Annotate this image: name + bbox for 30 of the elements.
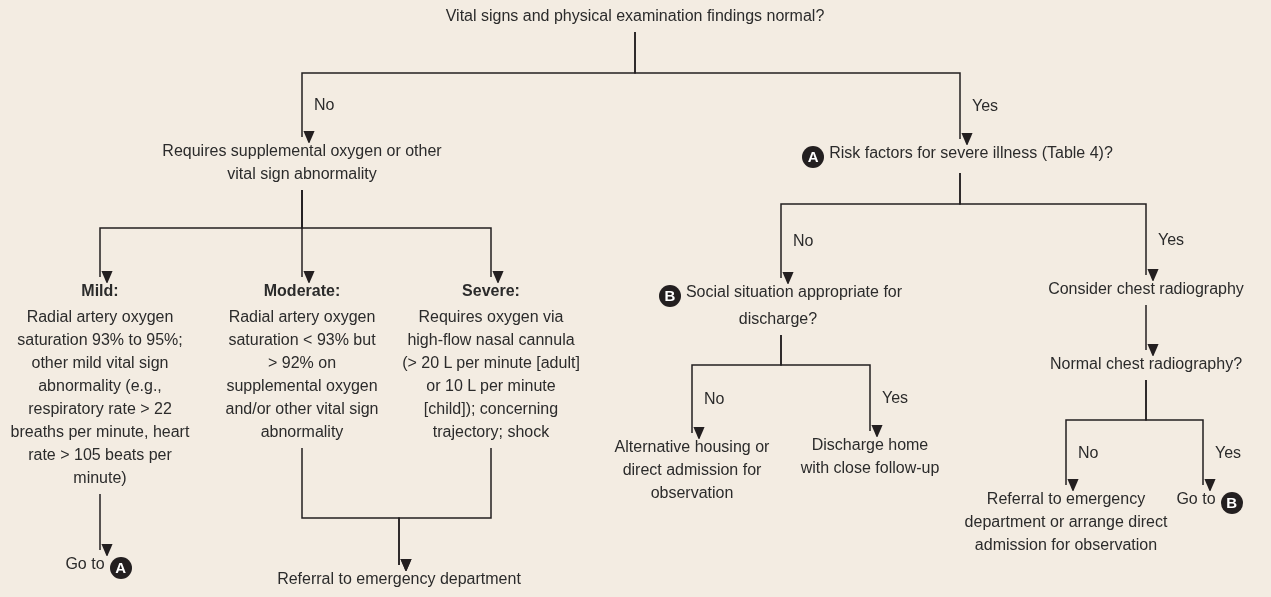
flow-step-text: Consider chest radiography: [1016, 277, 1271, 300]
category-heading: Moderate:: [262, 281, 342, 301]
step-marker-badge: A: [802, 146, 825, 168]
category-heading: Severe:: [461, 281, 521, 301]
step-marker-badge: A: [109, 557, 132, 579]
connector-arrow: [780, 334, 883, 438]
criteria-text: Requires oxygen via high-flow nasal cannula (> 20 L per minute [adult] or 10 L per minute [child]); concerning trajectory; shock: [402, 308, 580, 440]
connector-arrow: [959, 172, 1159, 282]
criteria-text: Radial artery oxygen saturation 93% to 95%; other mild vital sign abnormality (e.g., respiratory rate > 22 breaths per minute, heart rate > 105 beats per minute): [10, 308, 190, 486]
category-heading: Mild:: [80, 281, 120, 301]
flow-step-text: Vital signs and physical examination findings normal?: [335, 4, 935, 27]
flow-step-text: Go to: [1176, 490, 1216, 507]
connector-arrow: [1145, 304, 1159, 357]
flow-step-text: Social situation appropriate for discharge?: [685, 283, 903, 327]
connector-arrow: [99, 493, 113, 557]
flow-step-text: Referral to emergency department: [229, 567, 569, 590]
flow-step-text: Alternative housing or direct admission for observation: [612, 435, 772, 504]
connector-arrow: [301, 189, 504, 284]
flow-step-text: Normal chest radiography?: [1016, 352, 1271, 375]
step-marker-badge: B: [1220, 492, 1243, 514]
connector-arrow: [398, 447, 492, 572]
flow-step-text: Discharge home with close follow-up: [800, 433, 940, 479]
flow-step-text: Requires supplemental oxygen or other vital sign abnormality: [152, 139, 452, 185]
flow-step-text: Referral to emergency department or arrange direct admission for observation: [963, 487, 1169, 556]
step-marker-badge: B: [658, 285, 681, 307]
flow-step-text: Risk factors for severe illness (Table 4)?: [829, 144, 1113, 161]
connector-arrow: [1145, 379, 1216, 492]
flow-step-text: Go to: [65, 555, 105, 572]
connector-arrow: [634, 31, 973, 146]
criteria-text: Radial artery oxygen saturation < 93% but > 92% on supplemental oxygen and/or other vital sign abnormality: [225, 308, 379, 440]
